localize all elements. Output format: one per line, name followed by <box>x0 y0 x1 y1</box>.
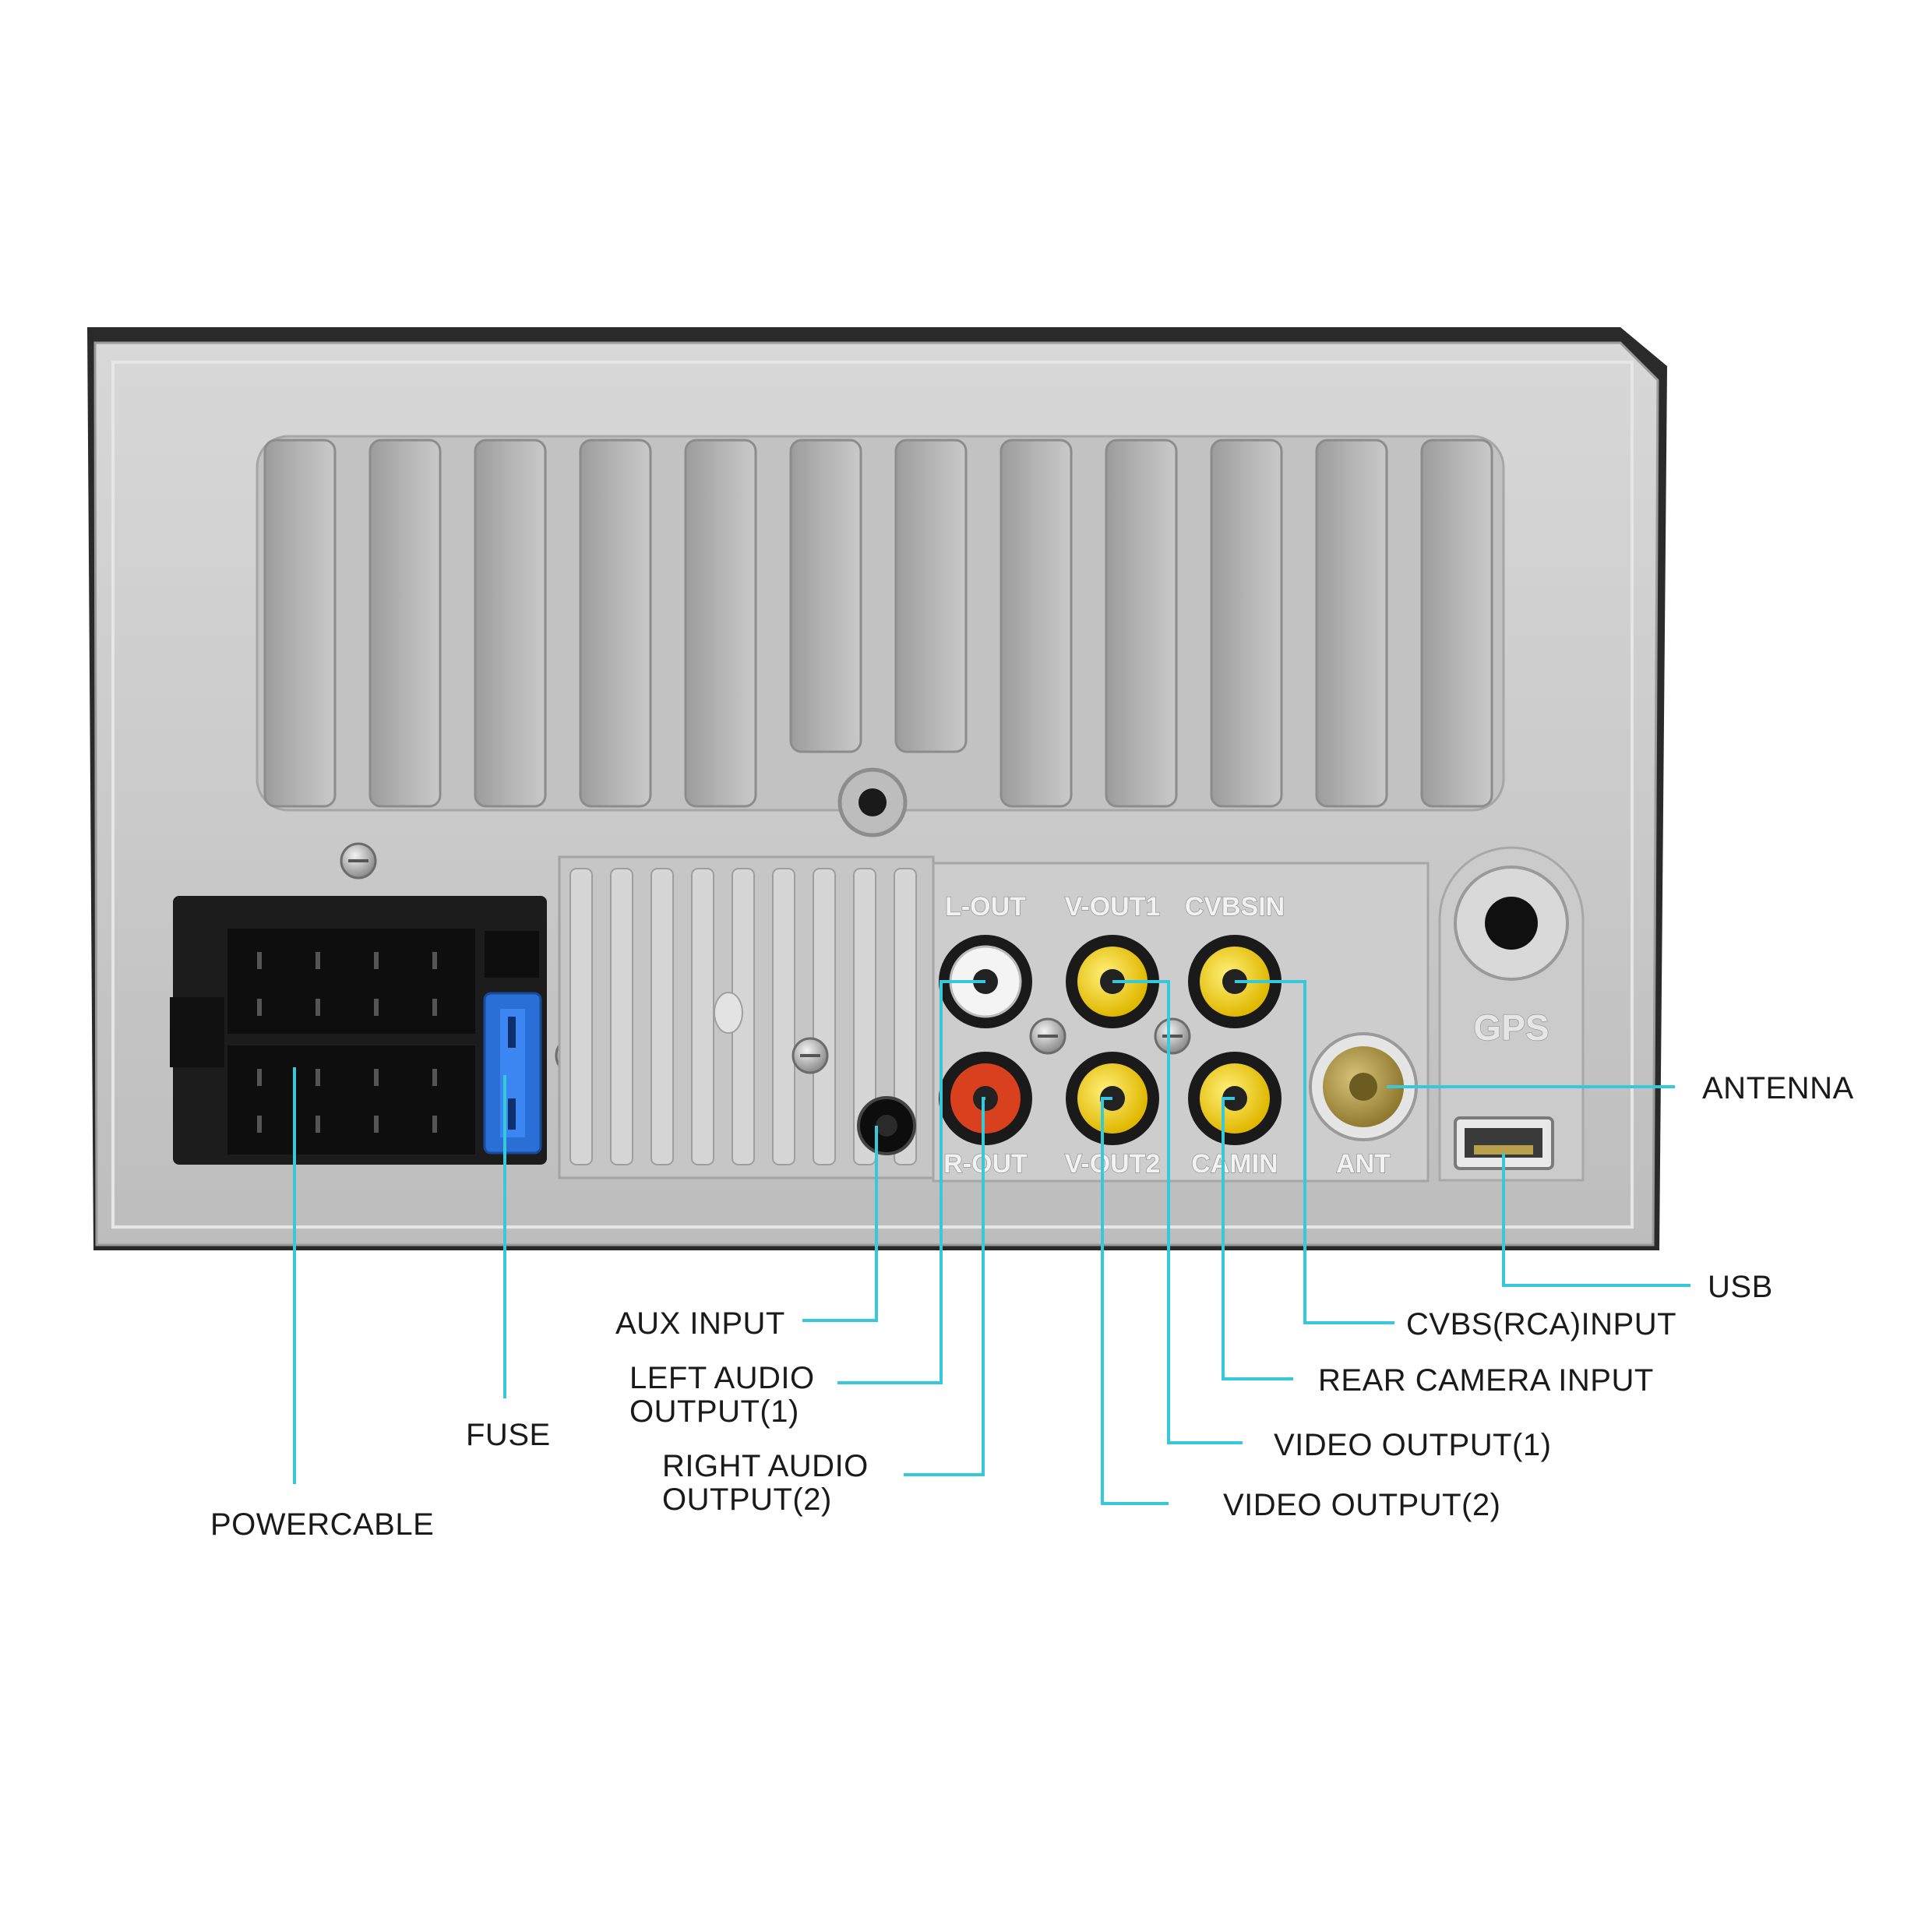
connector-pin <box>374 1116 379 1133</box>
callout-labels: ANTENNA USB CVBS(RCA)INPUT REAR CAMERA I… <box>210 1071 1854 1542</box>
usb-port-icon <box>1454 1116 1554 1170</box>
rca-screw-left-icon <box>1029 1017 1066 1055</box>
vent-slot <box>894 439 968 753</box>
port-label-ant: ANT <box>1336 1149 1391 1179</box>
leader-video-output-1 <box>1112 980 1243 1444</box>
connector-pin <box>316 952 320 969</box>
connector-pin <box>432 952 437 969</box>
mount-hole <box>858 788 887 816</box>
callout-usb: USB <box>1708 1270 1773 1304</box>
connector-pin <box>432 1116 437 1133</box>
gps-socket-hole <box>1485 897 1538 950</box>
callout-cvbs-input: CVBS(RCA)INPUT <box>1406 1307 1676 1341</box>
vent-slot <box>474 439 547 808</box>
plate-screw-icon <box>791 1037 829 1074</box>
port-label-gps: GPS <box>1473 1007 1549 1048</box>
vent-slot <box>684 439 757 808</box>
vent-slot <box>1105 439 1178 808</box>
connector-pin <box>257 952 262 969</box>
plate-rib <box>610 868 633 1165</box>
leader-aux-input <box>802 1126 878 1322</box>
panel-edge-highlight <box>111 361 1634 1229</box>
vent-slot <box>1210 439 1283 808</box>
callout-fuse: FUSE <box>466 1418 551 1452</box>
connector-lower-block <box>227 1045 475 1155</box>
antenna-socket-icon <box>1309 1032 1418 1141</box>
connector-pin <box>257 999 262 1016</box>
port-label-cam-in: CAMIN <box>1191 1149 1278 1179</box>
connector-pin <box>257 1116 262 1133</box>
connector-pin <box>316 1116 320 1133</box>
port-label-v-out2: V-OUT2 <box>1065 1149 1161 1179</box>
rca-screw-right-icon <box>1154 1017 1191 1055</box>
plate-rib <box>650 868 674 1165</box>
port-label-l-out: L-OUT <box>945 892 1026 922</box>
connector-pin <box>316 999 320 1016</box>
port-label-r-out: R-OUT <box>943 1149 1028 1179</box>
connector-pin <box>432 1069 437 1086</box>
callout-video-output-2: VIDEO OUTPUT(2) <box>1223 1488 1500 1522</box>
connector-pin <box>316 1069 320 1086</box>
callout-left-audio-line2: OUTPUT(1) <box>629 1394 799 1429</box>
plate-rib <box>894 868 917 1165</box>
plate-hole <box>714 992 743 1034</box>
callout-rear-camera-input: REAR CAMERA INPUT <box>1318 1363 1654 1398</box>
fuse-icon <box>483 992 542 1155</box>
leader-lines <box>293 980 1690 1505</box>
vent-slot <box>789 439 862 753</box>
port-label-v-out1: V-OUT1 <box>1065 892 1161 922</box>
vent-slot <box>579 439 652 808</box>
connector-upper-block <box>227 929 475 1034</box>
leader-right-audio <box>904 1097 985 1476</box>
vent-slot <box>1315 439 1388 808</box>
leader-rear-camera <box>1222 1097 1293 1380</box>
plate-rib <box>691 868 714 1165</box>
connector-pin <box>374 1069 379 1086</box>
connector-side-slot <box>485 931 539 978</box>
vent-slots <box>256 435 1505 837</box>
power-connector <box>170 896 547 1165</box>
connector-pin <box>257 1069 262 1086</box>
callout-right-audio-line1: RIGHT AUDIO <box>662 1449 869 1483</box>
aux-jack-icon <box>857 1096 916 1155</box>
rca-block: L-OUT V-OUT1 CVBSIN <box>932 862 1430 1183</box>
plate-rib <box>569 868 593 1165</box>
leader-left-audio <box>837 980 985 1384</box>
vent-slot <box>263 439 337 808</box>
leader-usb <box>1502 1153 1690 1287</box>
callout-powercable: POWERCABLE <box>210 1507 434 1542</box>
vent-slot <box>1420 439 1493 808</box>
plate-rib <box>772 868 795 1165</box>
connector-pin <box>374 999 379 1016</box>
connector-pin <box>374 952 379 969</box>
callout-right-audio-line2: OUTPUT(2) <box>662 1482 832 1517</box>
leader-video-output-2 <box>1101 1097 1169 1505</box>
callout-left-audio-line1: LEFT AUDIO <box>629 1361 815 1395</box>
connector-latch <box>170 997 224 1067</box>
connector-pin <box>432 999 437 1016</box>
callout-antenna: ANTENNA <box>1702 1071 1854 1105</box>
vent-slot <box>368 439 442 808</box>
vent-slot <box>999 439 1073 808</box>
port-label-cvbs-in: CVBSIN <box>1185 892 1285 922</box>
plate-rib <box>853 868 876 1165</box>
gps-socket: GPS <box>1438 846 1585 1182</box>
callout-aux-input: AUX INPUT <box>615 1306 785 1341</box>
leader-cvbs-input <box>1235 980 1394 1324</box>
callout-video-output-1: VIDEO OUTPUT(1) <box>1274 1428 1551 1462</box>
top-left-screw-icon <box>340 842 377 880</box>
plate-rib <box>813 868 836 1165</box>
